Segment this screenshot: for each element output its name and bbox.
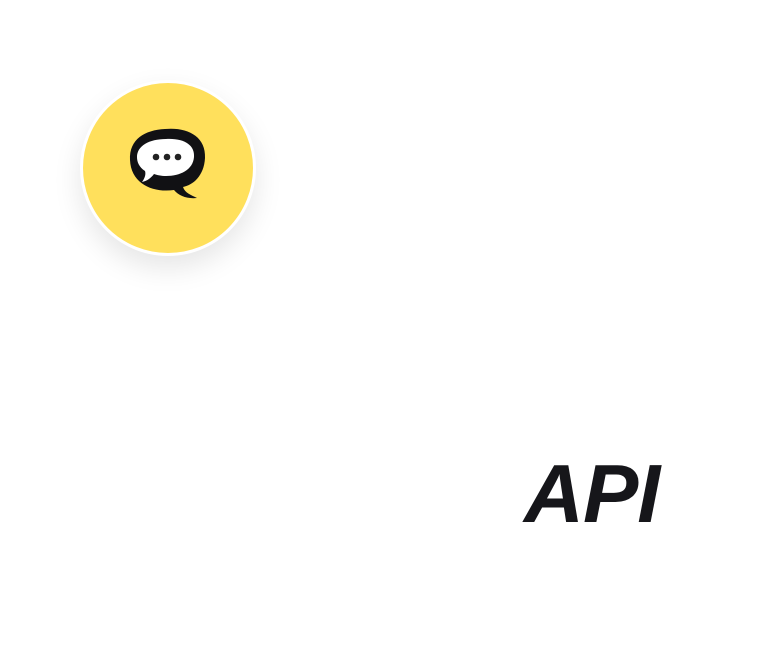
api-label: API <box>524 447 660 540</box>
chat-button[interactable] <box>80 80 256 256</box>
chat-bubble-icon <box>127 128 209 207</box>
